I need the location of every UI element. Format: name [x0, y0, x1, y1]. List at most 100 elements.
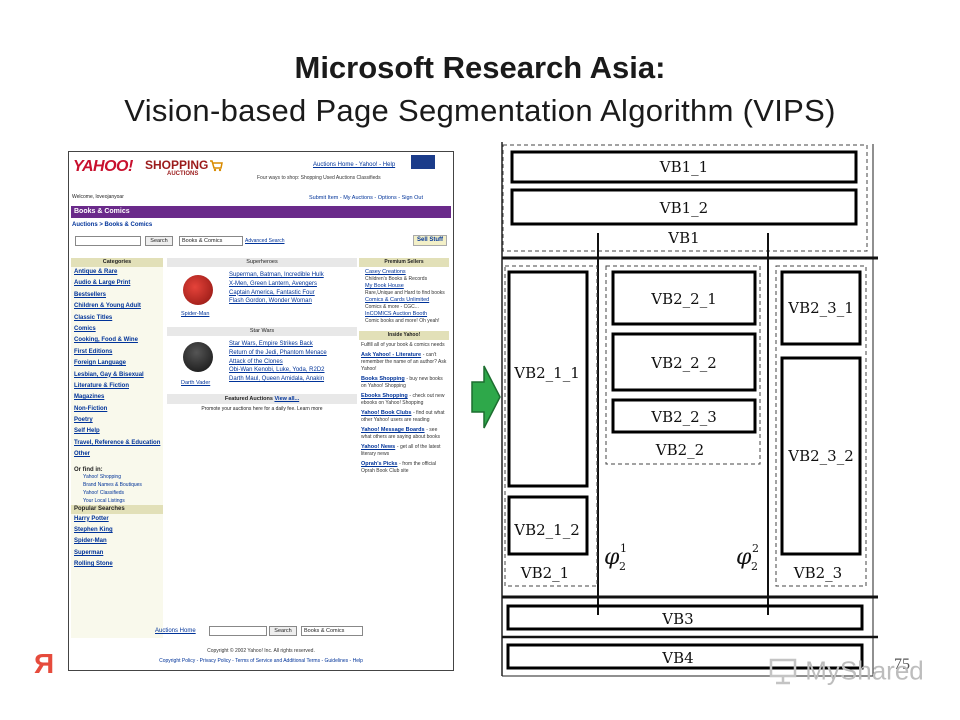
category-link[interactable]: Cooking, Food & Wine: [71, 335, 163, 346]
premium-text: Rare,Unique and Hard to find books: [365, 290, 447, 297]
category-link[interactable]: Poetry: [71, 415, 163, 426]
watermark-right-logo: MyShared: [768, 654, 928, 688]
footer-search-button[interactable]: Search: [269, 626, 297, 636]
vb2-3-2-label: VB2_3_2: [787, 447, 854, 465]
footer-category-select[interactable]: Books & Comics: [301, 626, 363, 636]
vb2-1-2-label: VB2_1_2: [513, 521, 580, 539]
vb1-2-label: VB1_2: [659, 199, 708, 217]
popular-link[interactable]: Harry Potter: [71, 514, 163, 525]
premium-link[interactable]: Comics & Cards Unlimited: [365, 297, 447, 304]
premium-link[interactable]: InCOMICS Auction Booth: [365, 311, 447, 318]
category-link[interactable]: Children & Young Adult: [71, 301, 163, 312]
category-select[interactable]: Books & Comics: [179, 236, 243, 246]
category-bar: Books & Comics: [71, 206, 451, 218]
category-link[interactable]: Comics: [71, 324, 163, 335]
right-arrow-icon: [468, 362, 502, 432]
phi2-sup: 2: [752, 542, 759, 555]
find-link: Your Local Listings: [71, 497, 163, 505]
category-link[interactable]: First Editions: [71, 347, 163, 358]
popular-link[interactable]: Rolling Stone: [71, 559, 163, 570]
vb2-2-3-label: VB2_2_3: [650, 408, 717, 426]
vb2-1-label: VB2_1: [520, 564, 569, 582]
watermark-left-logo: Я: [34, 648, 54, 680]
inside-link[interactable]: Oprah's Picks: [361, 461, 397, 467]
phi2-symbol: φ: [736, 545, 752, 570]
vips-diagram: VB1_1 VB1_2 VB1 VB2_1_1 VB2_1_2 VB2_1 VB…: [500, 140, 880, 680]
premium-text: Comics & more - CGC...: [365, 304, 447, 311]
cart-icon: [209, 158, 223, 172]
vb2-1-1-label: VB2_1_1: [513, 364, 580, 382]
inside-link[interactable]: Yahoo! Book Clubs: [361, 410, 411, 416]
welcome-text: Welcome, loveojanyoar: [72, 194, 124, 200]
search-button[interactable]: Search: [145, 236, 173, 246]
featured-viewall[interactable]: View all...: [274, 396, 299, 402]
category-link[interactable]: Non-Fiction: [71, 404, 163, 415]
monitor-icon: [768, 656, 798, 686]
sub-nav[interactable]: Submit Item - My Auctions - Options - Si…: [309, 195, 423, 201]
inside-link[interactable]: Yahoo! Message Boards: [361, 427, 425, 433]
featured-header: Featured Auctions: [225, 396, 273, 402]
vb4-label: VB4: [661, 649, 693, 667]
category-link[interactable]: Lesbian, Gay & Bisexual: [71, 370, 163, 381]
vb3-label: VB3: [661, 610, 693, 628]
popular-link[interactable]: Spider-Man: [71, 536, 163, 547]
premium-text: Children's Books & Records: [365, 276, 447, 283]
category-link[interactable]: Bestsellers: [71, 290, 163, 301]
popular-link[interactable]: Superman: [71, 548, 163, 559]
vb2-3-1-label: VB2_3_1: [787, 299, 854, 317]
featured-text: Promote your auctions here for a daily f…: [167, 406, 357, 412]
find-link[interactable]: Yahoo! Shopping: [71, 473, 163, 481]
ways-to-shop: Four ways to shop: Shopping Used Auction…: [257, 175, 381, 181]
popular-link[interactable]: Stephen King: [71, 525, 163, 536]
vb1-label: VB1: [667, 229, 699, 247]
powered-badge: [411, 155, 435, 169]
phi2-sub: 2: [751, 560, 758, 573]
category-link[interactable]: Antique & Rare: [71, 267, 163, 278]
premium-text: Comic books and more! Oh yeah!: [365, 318, 447, 325]
yahoo-logo: YAHOO!: [73, 158, 133, 176]
category-link[interactable]: Other: [71, 449, 163, 460]
auctions-label: AUCTIONS: [167, 171, 198, 177]
premium-link[interactable]: My Book House: [365, 283, 447, 290]
premium-link[interactable]: Casey Creations: [365, 269, 447, 276]
popular-header: Popular Searches: [71, 505, 163, 514]
category-link[interactable]: Classic Titles: [71, 313, 163, 324]
category-link[interactable]: Magazines: [71, 392, 163, 403]
inside-intro: Fulfill all of your book & comics needs: [361, 342, 447, 349]
footer-search-input[interactable]: [209, 626, 267, 636]
slide-title: Microsoft Research Asia:: [0, 50, 960, 86]
category-link[interactable]: Foreign Language: [71, 358, 163, 369]
phi1-sup: 1: [620, 542, 627, 555]
advanced-search-link[interactable]: Advanced Search: [245, 238, 284, 244]
inside-link[interactable]: Ask Yahoo! - Literature: [361, 352, 421, 358]
vb2-2-2-label: VB2_2_2: [650, 354, 717, 372]
category-link[interactable]: Literature & Fiction: [71, 381, 163, 392]
watermark-text: MyShared: [805, 656, 924, 686]
top-links[interactable]: Auctions Home - Yahoo! - Help: [313, 162, 395, 168]
vb2-2-label: VB2_2: [655, 441, 704, 459]
category-link[interactable]: Self Help: [71, 426, 163, 437]
slide-subtitle: Vision-based Page Segmentation Algorithm…: [0, 93, 960, 129]
yahoo-screenshot: YAHOO! SHOPPING AUCTIONS Auctions Home -…: [68, 151, 454, 671]
vader-caption[interactable]: Darth Vader: [181, 380, 210, 386]
darth-vader-image: [183, 342, 213, 372]
featured-auctions-bar: Featured Auctions View all...: [167, 394, 357, 404]
footer-home-link[interactable]: Auctions Home: [155, 628, 196, 634]
inside-link[interactable]: Books Shopping: [361, 376, 405, 382]
starwars-header: Star Wars: [167, 327, 357, 336]
copyright-links[interactable]: Copyright Policy - Privacy Policy - Term…: [69, 658, 453, 664]
inside-link[interactable]: Yahoo! News: [361, 444, 395, 450]
phi1-sub: 2: [619, 560, 626, 573]
sell-stuff-button[interactable]: Sell Stuff: [413, 235, 447, 246]
spiderman-image: [183, 275, 213, 305]
category-link[interactable]: Travel, Reference & Education: [71, 438, 163, 449]
spiderman-caption[interactable]: Spider-Man: [181, 311, 209, 317]
category-link[interactable]: Audio & Large Print: [71, 278, 163, 289]
find-link[interactable]: Yahoo! Classifieds: [71, 489, 163, 497]
breadcrumb[interactable]: Auctions > Books & Comics: [72, 222, 152, 228]
categories-column: Categories Antique & Rare Audio & Large …: [71, 258, 163, 638]
premium-header: Premium Sellers: [359, 258, 449, 267]
inside-link[interactable]: Ebooks Shopping: [361, 393, 408, 399]
search-input[interactable]: [75, 236, 141, 246]
shopping-logo: SHOPPING: [145, 158, 208, 172]
